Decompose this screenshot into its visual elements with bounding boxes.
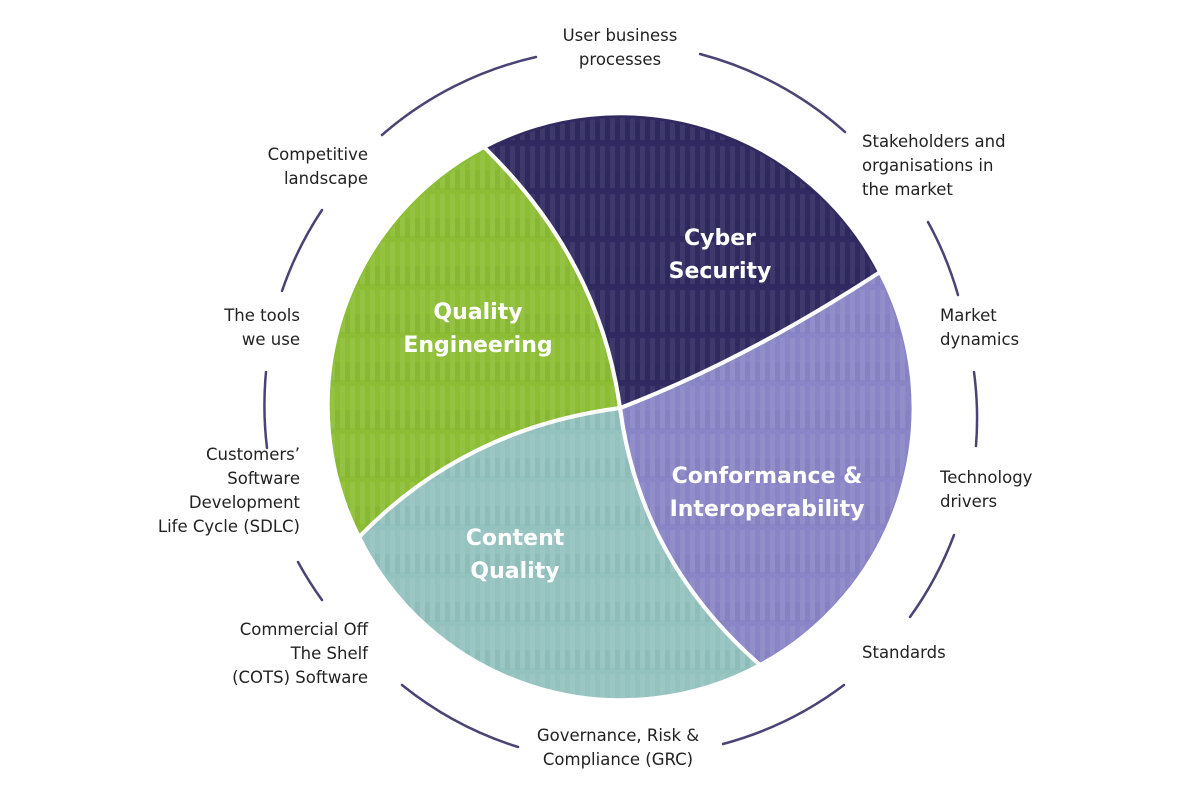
label-sdlc: Customers’ Software Development Life Cyc… — [157, 445, 300, 536]
segment-cyber-security-label: Cyber Security — [668, 226, 772, 284]
label-standards: Standards — [862, 643, 946, 662]
ring-arc — [926, 220, 960, 297]
ring-arc — [380, 55, 538, 137]
segment-texture — [330, 118, 910, 698]
label-market-dynamics: Market dynamics — [940, 306, 1020, 349]
ring-arc — [698, 52, 847, 134]
label-grc: Governance, Risk & Compliance (GRC) — [536, 726, 700, 769]
ring-arc — [972, 370, 979, 448]
outer-ring — [263, 52, 979, 749]
segments — [325, 111, 916, 703]
label-user-business-processes: User business processes — [562, 26, 678, 69]
ring-arc — [721, 683, 846, 746]
label-stakeholders: Stakeholders and organisations in the ma… — [862, 132, 1006, 199]
label-tools: The tools we use — [224, 306, 300, 349]
ring-arc — [400, 683, 520, 749]
segment-content-quality-label: Content Quality — [465, 526, 565, 584]
ring-arc — [263, 370, 269, 450]
ring-arc — [280, 208, 324, 293]
ring-arc — [908, 533, 956, 619]
label-technology-drivers: Technology drivers — [940, 468, 1033, 511]
segment-quality-engineering-label: Quality Engineering — [403, 300, 553, 358]
label-cots: Commercial Off The Shelf (COTS) Software — [232, 620, 368, 687]
ring-arc — [296, 560, 324, 602]
segment-conformance-label: Conformance & Interoperability — [669, 464, 865, 522]
label-competitive-landscape: Competitive landscape — [267, 145, 368, 188]
